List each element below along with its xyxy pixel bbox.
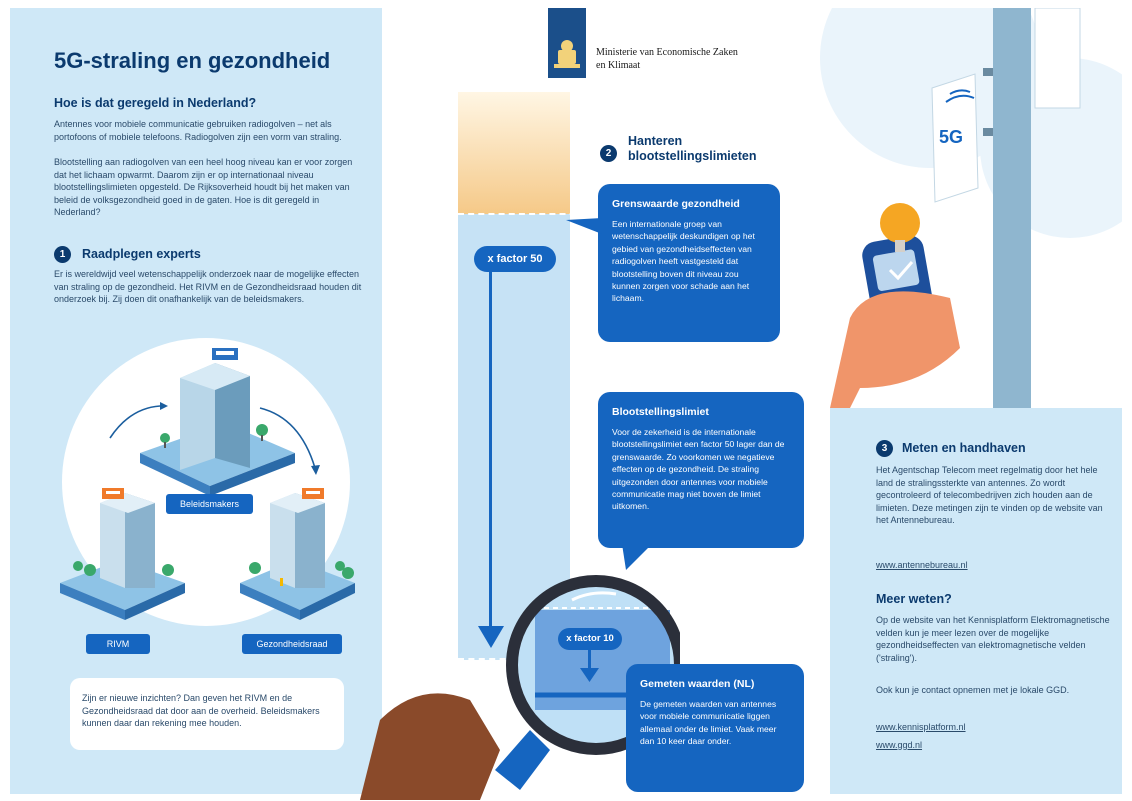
link-antennebureau[interactable]: www.antennebureau.nl (876, 560, 968, 570)
factor-50-pill: x factor 50 (474, 246, 556, 272)
left-panel: 5G-straling en gezondheid Hoe is dat ger… (10, 8, 382, 794)
bubble-gemeten-waarden: Gemeten waarden (NL) De gemeten waarden … (626, 664, 804, 792)
arrow-down-icon (580, 668, 599, 682)
bubble-limiet-title: Blootstellingslimiet (612, 406, 709, 418)
bubble-grenswaarde: Grenswaarde gezondheid Een international… (598, 184, 780, 342)
bubble-limiet-body: Voor de zekerheid is de internationale b… (612, 427, 785, 512)
ministry-name-line-1: Ministerie van Economische Zaken (596, 47, 738, 58)
grenswaarde-line (458, 213, 596, 215)
note-card: Zijn er nieuwe inzichten? Dan geven het … (70, 678, 344, 750)
antenna-5g-label: 5G (939, 127, 964, 147)
grenswaarde-zone (458, 92, 570, 214)
bubble-pointer (622, 544, 652, 570)
section-2-title: Hanteren blootstellingslimieten (628, 134, 757, 164)
tag-rivm: RIVM (86, 634, 150, 654)
section-1-title: Raadplegen experts (82, 247, 201, 261)
link-ggd[interactable]: www.ggd.nl (876, 740, 923, 750)
arrow-down-icon (478, 626, 504, 648)
section-3-title: Meten en handhaven (902, 441, 1026, 455)
ministry-name: Ministerie van Economische Zaken en Klim… (596, 46, 738, 72)
coat-of-arms-icon (554, 40, 580, 68)
factor-10-arrow (588, 650, 591, 672)
bubble-grenswaarde-body: Een internationale groep van wetenschapp… (612, 219, 755, 304)
section-2-title-line-1: Hanteren (628, 134, 683, 148)
section-2-number: 2 (600, 145, 617, 162)
ministry-logo (548, 8, 586, 78)
buildings-illustration (60, 348, 355, 620)
section-2-title-line-2: blootstellingslimieten (628, 149, 757, 163)
factor-10-pill: x factor 10 (558, 628, 622, 650)
ministry-name-line-2: en Klimaat (596, 60, 641, 71)
bubble-pointer (566, 218, 602, 234)
page-title: 5G-straling en gezondheid (54, 48, 331, 73)
section-3-number: 3 (876, 440, 893, 457)
bubble-gemeten-title: Gemeten waarden (NL) (640, 678, 755, 690)
intro-paragraph-1: Antennes voor mobiele communicatie gebru… (54, 119, 342, 142)
antenna-illustration (820, 8, 1122, 408)
section-1-number: 1 (54, 246, 71, 263)
right-panel: 3 Meten en handhaven Het Agentschap Tele… (830, 408, 1122, 794)
magnifier-illustration (360, 575, 680, 800)
tag-gezondheidsraad: Gezondheidsraad (242, 634, 342, 654)
section-3-body: Het Agentschap Telecom meet regelmatig d… (876, 465, 1103, 525)
intro-heading: Hoe is dat geregeld in Nederland? (54, 96, 257, 110)
bubble-grenswaarde-title: Grenswaarde gezondheid (612, 198, 740, 210)
factor-50-arrow (489, 272, 492, 632)
bubble-gemeten-body: De gemeten waarden van antennes voor mob… (640, 699, 777, 747)
limit-column (458, 214, 570, 660)
bubble-blootstellingslimiet: Blootstellingslimiet Voor de zekerheid i… (598, 392, 804, 548)
more-info-body-2: Ook kun je contact opnemen met je lokale… (876, 685, 1070, 695)
more-info-body-1: Op de website van het Kennisplatform Ele… (876, 615, 1110, 663)
more-info-title: Meer weten? (876, 592, 952, 606)
tag-beleidsmakers: Beleidsmakers (166, 494, 254, 514)
section-1-body: Er is wereldwijd veel wetenschappelijk o… (54, 269, 362, 304)
intro-paragraph-2: Blootstelling aan radiogolven van een he… (54, 157, 353, 217)
link-kennisplatform[interactable]: www.kennisplatform.nl (876, 722, 966, 732)
